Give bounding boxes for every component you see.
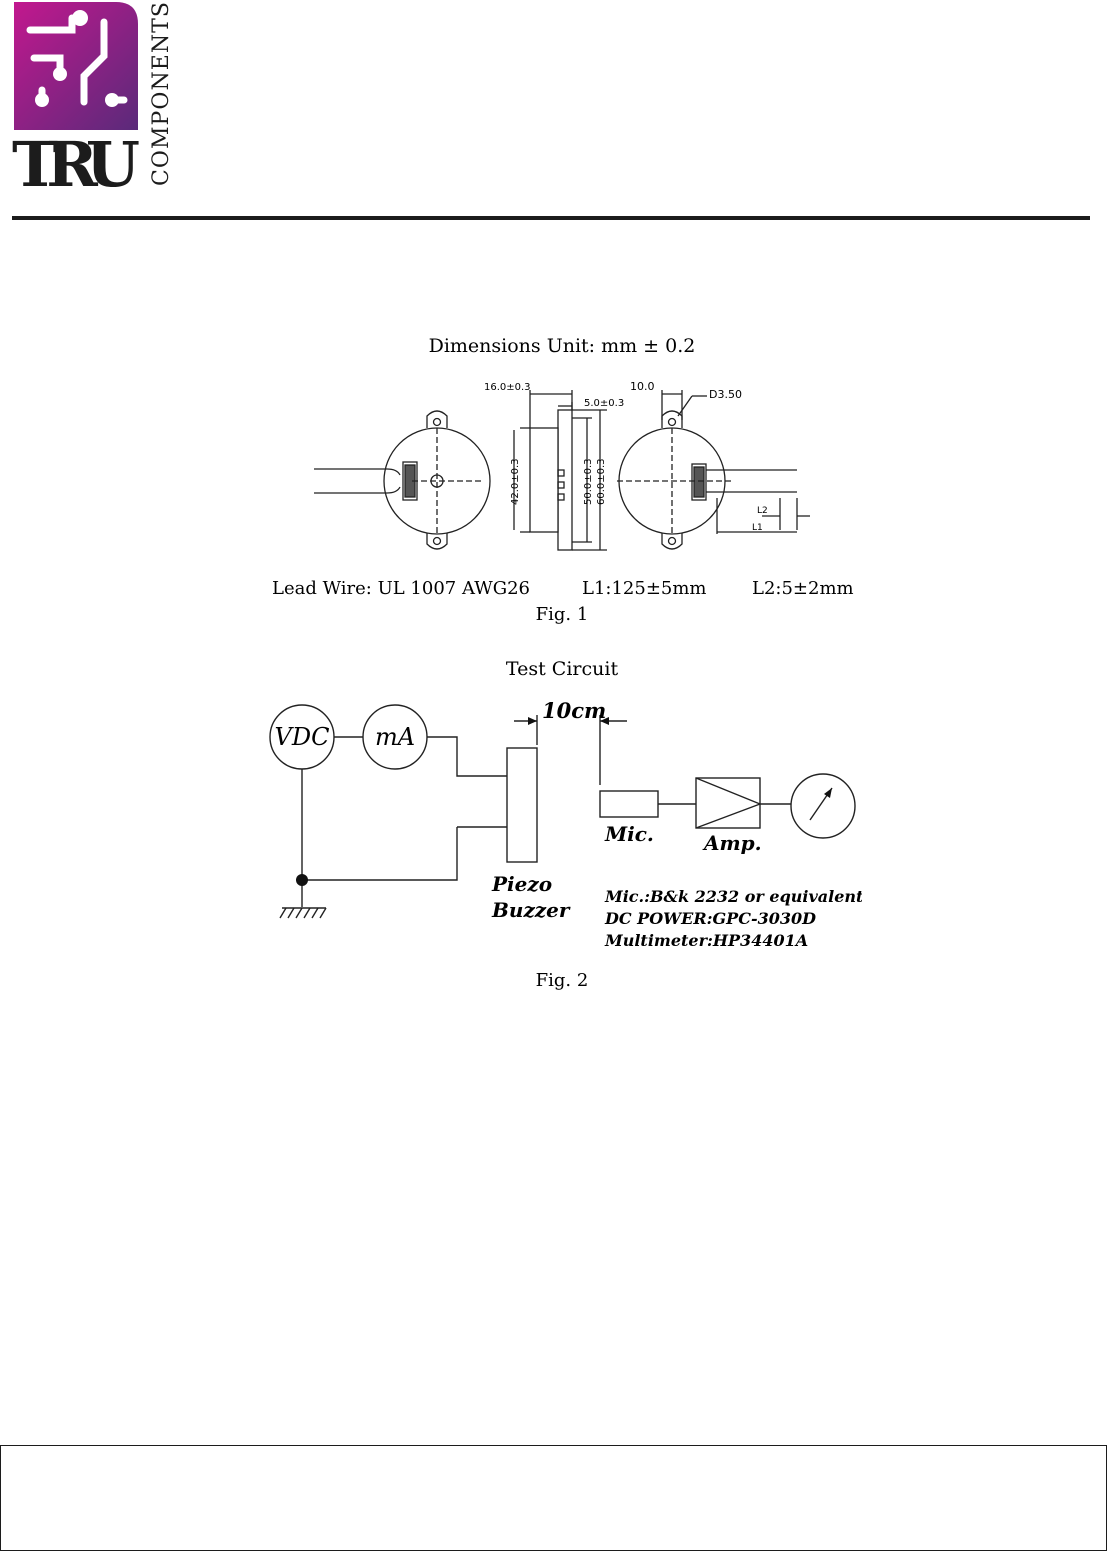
dim-60: 60.0±0.3 — [596, 458, 607, 505]
dim-l1: L1 — [752, 523, 763, 533]
fig2-caption: Fig. 2 — [536, 970, 589, 991]
header-rule — [12, 216, 1090, 220]
footer-box — [0, 1445, 1107, 1551]
equip-multimeter: Multimeter:HP34401A — [604, 931, 808, 950]
dim-42: 42.0±0.3 — [510, 458, 521, 505]
figure-2-test-circuit: Test Circuit VDC mA 10cm Mic. Amp. — [269, 658, 862, 991]
equip-power: DC POWER:GPC-3030D — [604, 909, 816, 928]
amp-label: Amp. — [702, 831, 762, 855]
l2-spec: L2:5±2mm — [752, 578, 854, 599]
buzzer-front-view — [314, 410, 491, 550]
fig1-title: Dimensions Unit: mm ± 0.2 — [429, 335, 696, 357]
logo-tru-text: TRU — [12, 128, 140, 192]
figure-1-dimensions: Dimensions Unit: mm ± 0.2 — [272, 335, 854, 625]
amp-box — [695, 777, 761, 829]
buzzer-side-view — [513, 390, 607, 551]
dim-16: 16.0±0.3 — [484, 382, 531, 393]
ma-label: mA — [375, 723, 415, 751]
piezo-buzzer-box — [506, 747, 538, 863]
vdc-label: VDC — [275, 723, 330, 751]
dim-10: 10.0 — [630, 380, 655, 393]
mic-box — [599, 790, 659, 818]
dim-50: 50.0±0.3 — [583, 458, 594, 505]
equip-mic: Mic.:B&k 2232 or equivalent — [604, 887, 862, 906]
buzzer-back-view — [617, 390, 810, 550]
dim-hole: D3.50 — [709, 388, 742, 401]
dim-l2: L2 — [757, 506, 768, 516]
l1-spec: L1:125±5mm — [582, 578, 707, 599]
tru-components-logo: TRU COMPONENTS — [12, 2, 174, 192]
output-meter — [790, 773, 856, 839]
distance-label: 10cm — [542, 698, 606, 723]
logo-components-text: COMPONENTS — [149, 2, 174, 186]
mic-label: Mic. — [604, 822, 654, 846]
lead-wire-spec: Lead Wire: UL 1007 AWG26 — [272, 578, 530, 599]
fig2-title: Test Circuit — [506, 658, 619, 680]
piezo-label: Piezo — [491, 872, 552, 896]
fig1-caption: Fig. 1 — [536, 604, 589, 625]
buzzer-label: Buzzer — [491, 898, 571, 922]
dim-5: 5.0±0.3 — [584, 398, 624, 409]
